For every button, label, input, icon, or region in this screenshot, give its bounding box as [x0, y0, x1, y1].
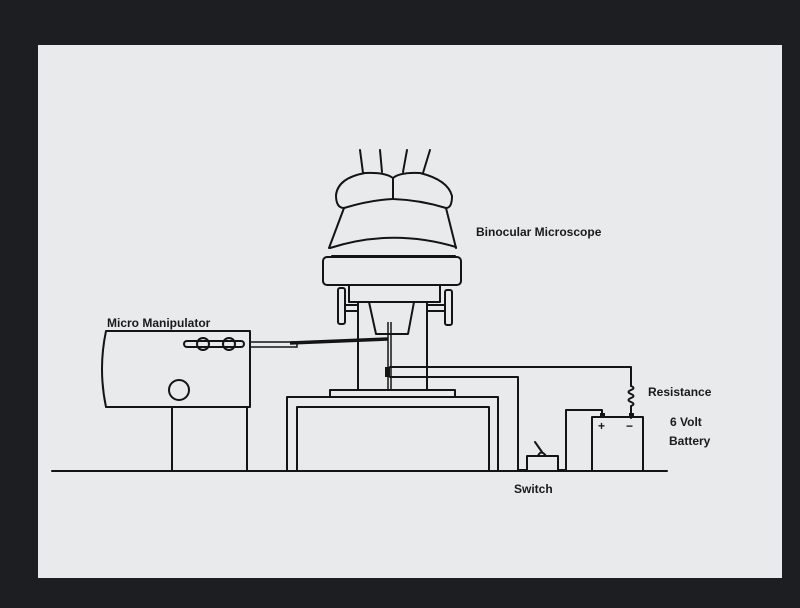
battery: + −	[591, 413, 644, 472]
paper-sheet	[38, 45, 782, 578]
table	[286, 396, 499, 472]
battery-plus-sign: +	[598, 419, 605, 433]
binocular-microscope	[322, 149, 462, 398]
label-micro-manipulator: Micro Manipulator	[107, 316, 211, 330]
label-battery: Battery	[669, 434, 711, 448]
label-6-volt: 6 Volt	[670, 415, 702, 429]
resistor-coil	[627, 385, 635, 419]
label-resistance: Resistance	[648, 385, 712, 399]
label-binocular-microscope: Binocular Microscope	[476, 225, 602, 239]
battery-minus-sign: −	[626, 419, 633, 433]
label-switch: Switch	[514, 482, 553, 496]
switch	[526, 441, 559, 472]
circuit-wires	[389, 366, 632, 471]
micro-manipulator	[101, 330, 389, 472]
